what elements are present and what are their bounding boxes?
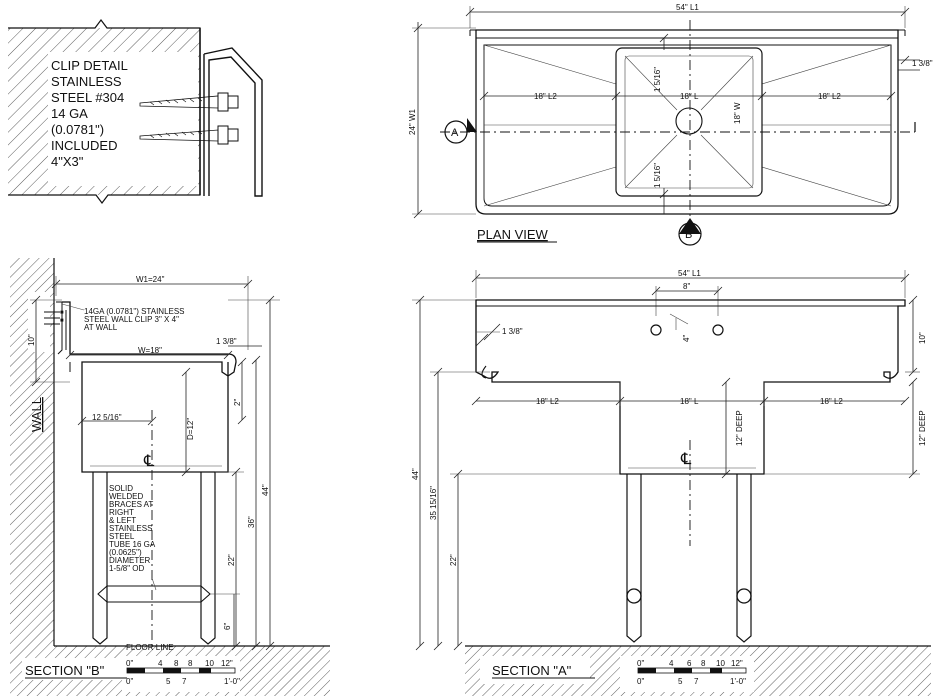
plan-dim-left: 18" L2 [534,92,557,101]
svg-text:4: 4 [158,659,163,668]
section-a-title: SECTION "A" [492,663,572,678]
plan-dim-right: 18" L2 [818,92,841,101]
svg-text:7: 7 [182,677,187,686]
svg-text:■: ■ [60,318,64,324]
svg-text:1'-0": 1'-0" [730,677,746,686]
plan-dim-top-offset: 1 5/16" [653,67,662,92]
section-a-faucet-hole: 4" [682,335,691,342]
section-b-drain-offset: 12 5/16" [92,413,122,422]
screw-lower [139,125,239,145]
section-b-height-44: 44" [261,484,270,496]
section-a-dim-right: 18" L2 [820,397,843,406]
section-b-height-6: 6" [223,623,232,630]
svg-text:12": 12" [731,659,743,668]
section-marker-a: A [444,118,477,144]
section-b-height-36: 36" [247,516,256,528]
scale-bar-b: 0" 4 8 8 10 12" 0" 5 7 1'-0" [126,659,240,686]
svg-text:10: 10 [205,659,214,668]
plan-dim-bottom-offset: 1 5/16" [653,163,662,188]
section-a-centerline: ℄ [680,451,692,468]
plan-bowl [615,47,763,197]
section-a-height-44: 44" [411,468,420,480]
plan-overall-depth: 24" W1 [408,108,417,135]
section-a: 54" L1 8" 4" 1 3/8" 18" L2 18" L 18" L2 [411,269,931,696]
section-b: ■ ■ ℄ W1=24" W=18" 1 3/8" 14GA (0.0781")… [10,258,330,696]
plan-view-title: PLAN VIEW [477,227,549,242]
svg-text:7: 7 [694,677,699,686]
section-b-height-22: 22" [227,554,236,566]
plan-dim-bowl: 18" L [680,92,699,101]
plan-dim-bowl-width: 18" W [733,102,742,124]
svg-text:1'-0": 1'-0" [224,677,240,686]
floor-line-label: FLOOR LINE [126,643,174,652]
section-a-height-22: 22" [449,554,458,566]
section-b-w1: W1=24" [136,275,165,284]
section-b-centerline: ℄ [143,453,155,470]
section-b-title: SECTION "B" [25,663,105,678]
section-a-faucet-spacing: 8" [683,282,690,291]
svg-text:B: B [685,229,692,241]
svg-text:■: ■ [60,310,64,316]
section-b-wall-label: WALL [29,397,44,432]
svg-text:8: 8 [188,659,193,668]
faucet-hole-left [650,324,662,336]
plan-view: 54" L1 18" L2 18" L 18" L2 18" W 1 5/16"… [408,3,933,246]
section-a-dim-left: 18" L2 [536,397,559,406]
svg-text:5: 5 [678,677,683,686]
section-b-rim: 1 3/8" [216,337,237,346]
svg-text:0": 0" [637,659,644,668]
section-a-bowl-deep-right: 12" DEEP [918,410,927,446]
clip-detail: CLIP DETAIL STAINLESS STEEL #304 14 GA (… [8,19,263,204]
svg-text:0": 0" [126,677,133,686]
svg-text:4: 4 [669,659,674,668]
section-marker-b: B [678,218,702,246]
screw-upper [139,92,239,112]
svg-text:5: 5 [166,677,171,686]
clip-detail-text: CLIP DETAIL STAINLESS STEEL #304 14 GA (… [51,58,131,169]
section-b-clip-note: 14GA (0.0781") STAINLESS STEEL WALL CLIP… [84,307,187,332]
faucet-hole-right [712,324,724,336]
svg-text:0": 0" [637,677,644,686]
svg-text:8: 8 [701,659,706,668]
svg-text:0": 0" [126,659,133,668]
svg-text:10: 10 [716,659,725,668]
section-a-overall-width: 54" L1 [678,269,701,278]
section-a-height-rim: 35 15/16" [429,486,438,520]
plan-dim-backsplash: 1 3/8" [912,59,933,68]
section-b-w: W=18" [138,346,162,355]
section-a-backsplash-offset: 1 3/8" [502,327,523,336]
svg-text:12": 12" [221,659,233,668]
section-b-depth: D=12" [186,418,195,440]
section-a-backsplash-height: 10" [918,332,927,344]
section-a-bowl-deep: 12" DEEP [735,410,744,446]
section-b-brace-note: SOLID WELDED BRACES AT RIGHT & LEFT STAI… [109,484,157,573]
plan-overall-width: 54" L1 [676,3,699,12]
section-b-rim-drop: 2" [233,399,242,406]
svg-text:A: A [451,127,459,139]
scale-bar-a: 0" 4 6 8 10 12" 0" 5 7 1'-0" [637,659,747,686]
section-b-backsplash: 10" [27,334,36,346]
plan-drain [675,107,703,135]
svg-text:8: 8 [174,659,179,668]
svg-text:6: 6 [687,659,692,668]
section-a-dim-bowl: 18" L [680,397,699,406]
